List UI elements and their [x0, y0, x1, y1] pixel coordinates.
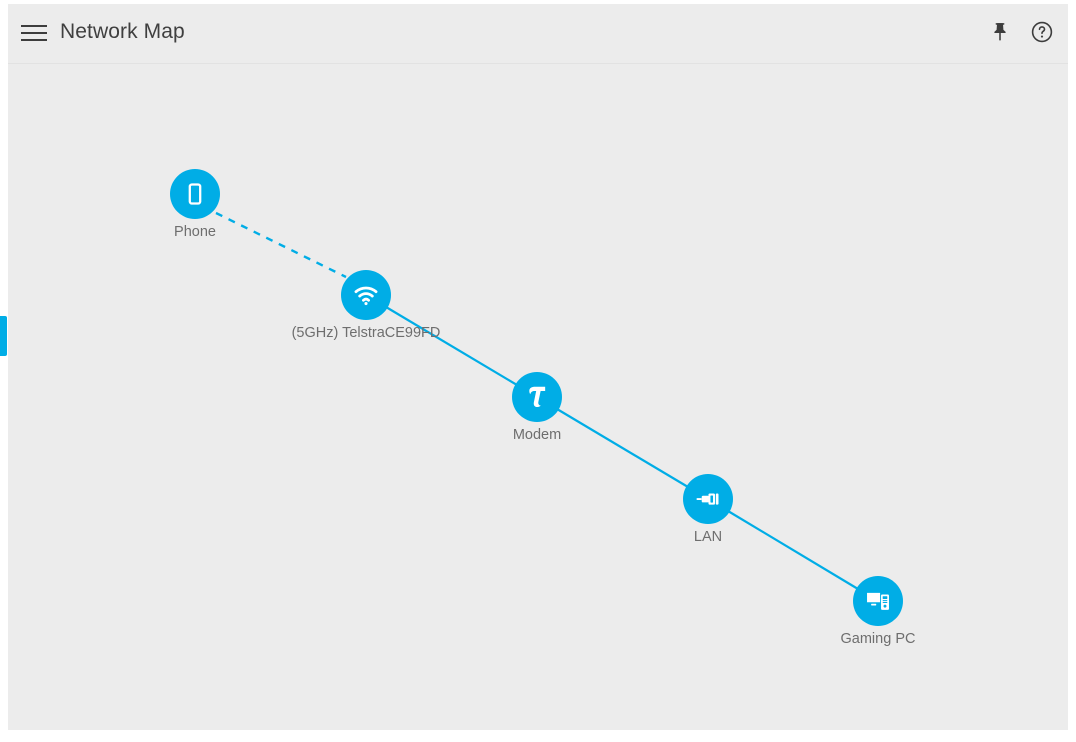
app-header: Network Map [0, 0, 1076, 64]
wifi-icon[interactable] [341, 270, 391, 320]
help-circle-icon[interactable] [1026, 16, 1058, 48]
telstra-logo-icon[interactable] [512, 372, 562, 422]
node-label-wifi-5ghz: (5GHz) TelstraCE99FD [291, 325, 441, 341]
network-links [215, 211, 859, 590]
link-lan-gamingpc [727, 510, 859, 590]
page-frame-right [1068, 0, 1076, 742]
node-label-gaming-pc: Gaming PC [840, 631, 916, 647]
desktop-computer-icon[interactable] [853, 576, 903, 626]
menu-bar-middle [21, 32, 47, 34]
node-label-lan: LAN [693, 529, 723, 545]
network-map-canvas[interactable]: Phone (5GHz) TelstraCE99FD [0, 64, 1076, 742]
link-modem-lan [556, 408, 689, 488]
hamburger-menu-icon[interactable] [18, 20, 50, 46]
page-frame-bottom [0, 730, 1076, 742]
mobile-phone-icon[interactable] [170, 169, 220, 219]
link-wifi-modem [385, 306, 518, 386]
page-title: Network Map [60, 20, 185, 43]
header-actions [984, 16, 1058, 48]
page-frame-left [0, 0, 8, 742]
node-label-modem: Modem [512, 427, 562, 443]
ethernet-port-icon[interactable] [683, 474, 733, 524]
menu-bar-top [21, 25, 47, 27]
menu-bar-bottom [21, 39, 47, 41]
link-phone-wifi [215, 211, 347, 279]
side-drawer-handle[interactable] [0, 316, 7, 356]
node-label-phone: Phone [174, 224, 216, 240]
pin-icon[interactable] [984, 16, 1016, 48]
page-frame-top [0, 0, 1076, 4]
